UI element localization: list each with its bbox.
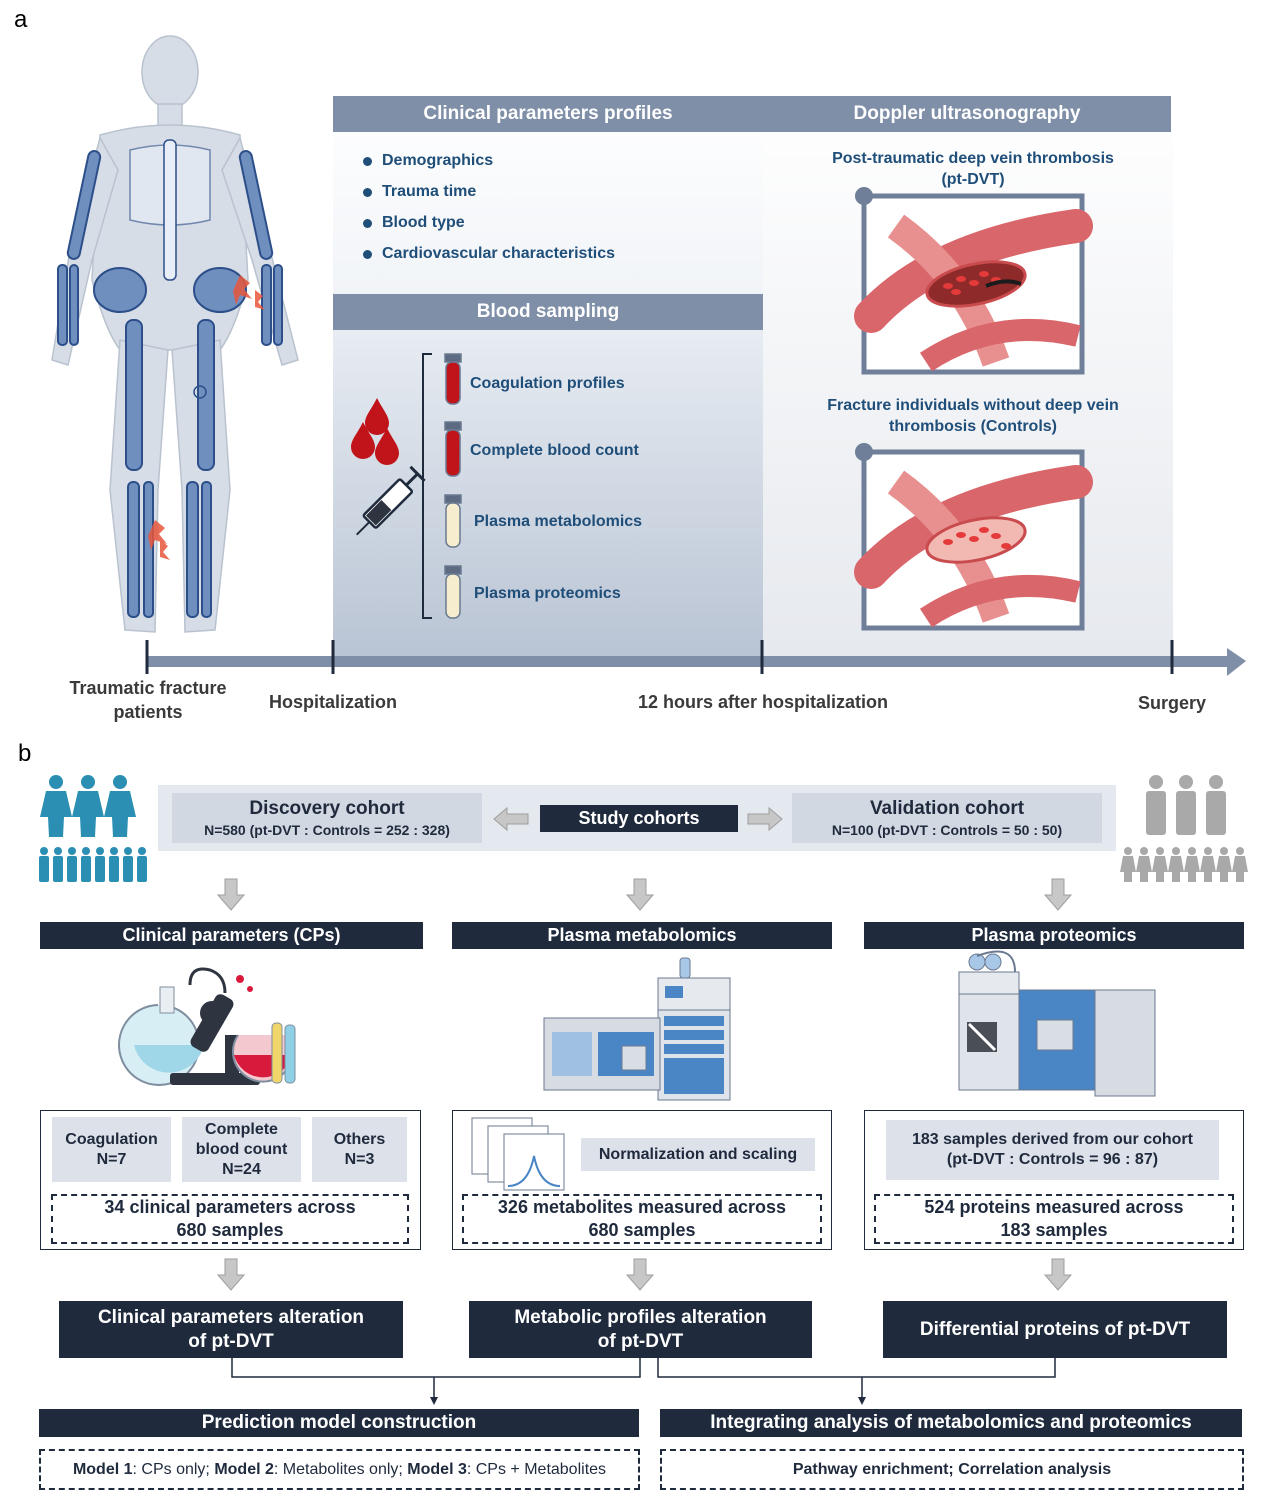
spectra-icon [471,1117,565,1191]
clinical-item: Blood type [363,214,465,232]
mass-spectrometer-icon [543,957,731,1101]
proteomics-result: Differential proteins of pt-DVT [883,1301,1227,1358]
down-arrow-icon [1043,878,1073,911]
discovery-cohort: Discovery cohort N=580 (pt-DVT : Control… [172,793,482,843]
timeline-hospitalization: Hospitalization [268,692,397,712]
blood-item: Complete blood count [470,442,639,459]
lab-equipment-icon [118,967,296,1086]
test-tube-icon [444,353,462,619]
proteomics-header: Plasma proteomics [864,922,1244,949]
vein-normal-icon [854,443,1093,631]
timeline-surgery: Surgery [1137,693,1207,713]
doppler-header: Doppler ultrasonography [763,96,1171,132]
samples-box: 183 samples derived from our cohort(pt-D… [886,1120,1219,1180]
validation-cohort: Validation cohort N=100 (pt-DVT : Contro… [792,793,1102,843]
connector-lines [231,1358,1056,1405]
clinical-item: Demographics [363,152,493,170]
integration-detail: Pathway enrichment; Correlation analysis [660,1449,1244,1490]
blood-item: Coagulation profiles [470,375,625,392]
down-arrow-icon [625,1258,655,1291]
left-arrow-icon [493,806,529,832]
metabolomics-header: Plasma metabolomics [452,922,832,949]
study-cohorts-label: Study cohorts [540,805,738,832]
timeline-arrow [145,640,1246,676]
right-arrow-icon [747,806,783,832]
bracket [422,353,432,619]
blood-item: Plasma proteomics [474,585,621,602]
prediction-models: Model 1: CPs only; Model 2: Metabolites … [39,1449,640,1490]
clinical-item: Cardiovascular characteristics [363,245,615,263]
normalization-box: Normalization and scaling [581,1138,815,1171]
clinical-item: Trauma time [363,183,476,201]
people-group-icon [1120,775,1248,882]
down-arrow-icon [625,878,655,911]
panel-a-label: a [14,6,28,33]
blood-item: Plasma metabolomics [474,513,643,530]
human-body-illustration [51,35,299,633]
panel-b-label: b [18,740,32,767]
people-group-icon [39,775,147,882]
blood-sampling-section [333,294,763,656]
blood-sampling-header: Blood sampling [333,294,763,330]
down-arrow-icon [1043,1258,1073,1291]
syringe-icon [356,465,426,536]
mass-spectrometer-icon [958,950,1156,1097]
down-arrow-icon [216,878,246,911]
timeline-12h: 12 hours after hospitalization [637,692,889,712]
prediction-header: Prediction model construction [39,1409,639,1437]
down-arrow-icon [216,1258,246,1291]
vein-thrombus-icon [854,187,1093,375]
dvt-title: Post-traumatic deep vein thrombosis(pt-D… [832,150,1114,188]
clinical-profiles-header: Clinical parameters profiles [333,96,763,132]
cps-header: Clinical parameters (CPs) [40,922,423,949]
integration-header: Integrating analysis of metabolomics and… [660,1409,1242,1437]
